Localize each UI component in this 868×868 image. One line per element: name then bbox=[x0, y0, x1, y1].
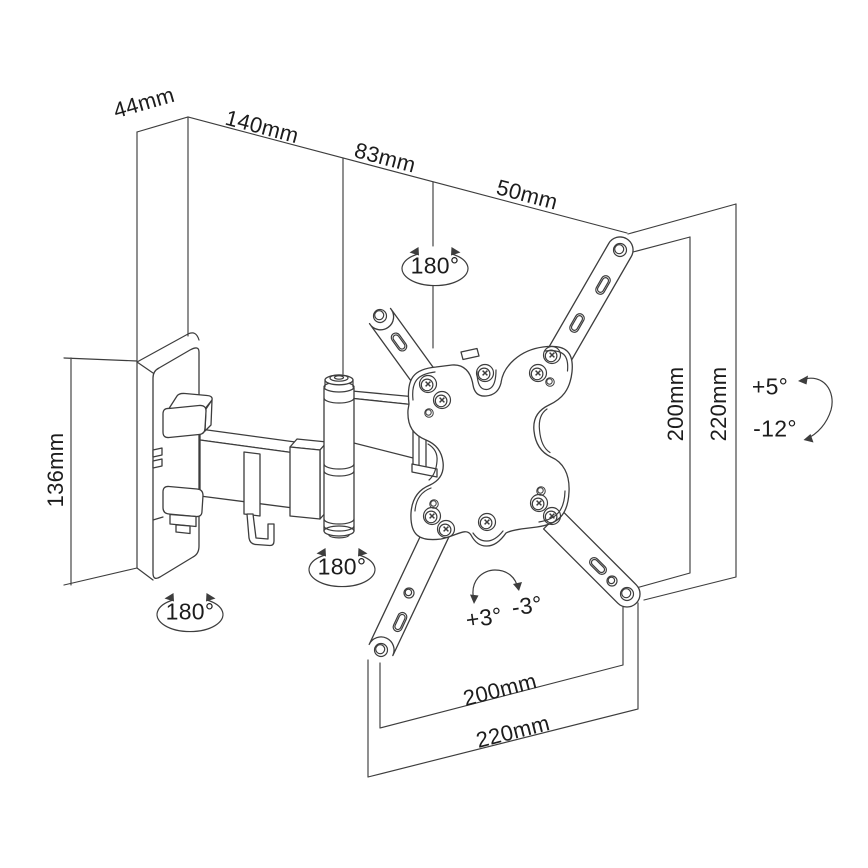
cable-clip bbox=[243, 451, 275, 547]
rotate-arc-top bbox=[401, 246, 469, 287]
rotate-arc-elbow bbox=[308, 547, 376, 588]
elbow-hinge bbox=[323, 374, 355, 539]
mount-bracket-boss bbox=[162, 392, 213, 535]
rotation-arcs bbox=[156, 246, 833, 633]
rotate-arc-wall bbox=[156, 592, 224, 633]
dimension-lines bbox=[63, 116, 737, 778]
level-arc bbox=[470, 569, 522, 604]
tilt-arc bbox=[798, 375, 833, 443]
wall-plate bbox=[136, 332, 200, 581]
arm-collar bbox=[289, 438, 328, 520]
